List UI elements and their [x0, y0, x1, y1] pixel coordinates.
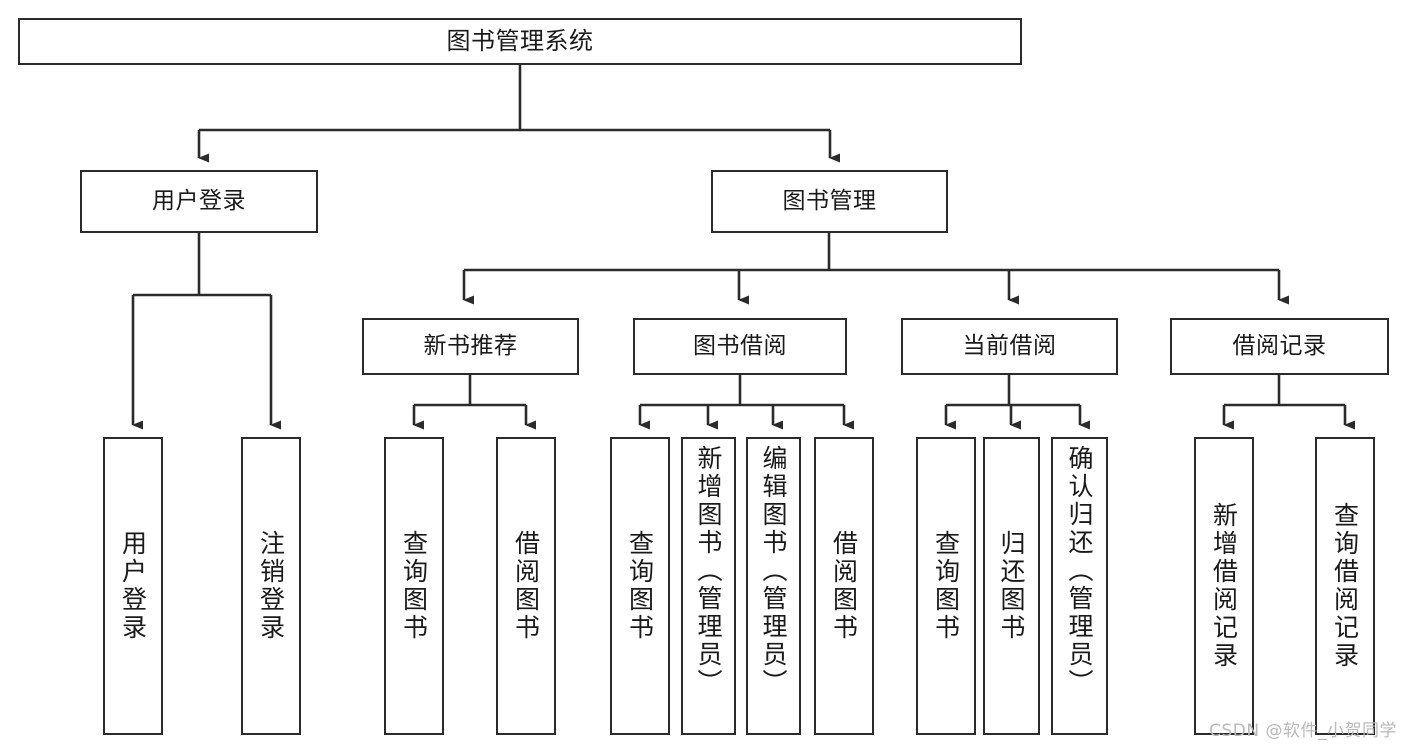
node-label: 注销登录	[256, 530, 286, 642]
node-label: 用户登录	[152, 187, 246, 214]
node-book-management-system[interactable]: 图书管理系统	[18, 18, 1022, 65]
node-label: 查询图书	[625, 530, 655, 642]
leaf-user-login-logout[interactable]: 注销登录	[241, 437, 301, 735]
node-label: 借阅图书	[829, 530, 859, 642]
leaf-current-borrow-return[interactable]: 归还图书	[983, 437, 1040, 735]
leaf-book-borrow-add-admin[interactable]: 新增图书（管理员）	[681, 437, 736, 735]
node-label: 新书推荐	[423, 332, 518, 359]
leaf-current-borrow-query[interactable]: 查询图书	[916, 437, 976, 735]
node-label: 查询图书	[399, 530, 429, 642]
node-label: 确认归还（管理员）	[1065, 445, 1094, 697]
node-label: 新增图书（管理员）	[694, 445, 723, 697]
node-borrow-record[interactable]: 借阅记录	[1170, 318, 1389, 375]
node-label: 新增借阅记录	[1209, 502, 1239, 670]
leaf-borrow-record-add[interactable]: 新增借阅记录	[1194, 437, 1254, 735]
node-label: 查询图书	[931, 530, 961, 642]
leaf-new-book-borrow[interactable]: 借阅图书	[496, 437, 556, 735]
node-current-borrow[interactable]: 当前借阅	[901, 318, 1118, 375]
node-label: 图书管理系统	[446, 27, 594, 56]
node-label: 图书管理	[782, 187, 877, 214]
leaf-book-borrow-edit-admin[interactable]: 编辑图书（管理员）	[746, 437, 801, 735]
node-label: 当前借阅	[962, 332, 1057, 359]
node-book-management[interactable]: 图书管理	[711, 170, 948, 233]
node-book-borrow[interactable]: 图书借阅	[633, 318, 847, 375]
leaf-book-borrow-borrow[interactable]: 借阅图书	[814, 437, 874, 735]
node-label: 查询借阅记录	[1330, 502, 1360, 670]
leaf-book-borrow-query[interactable]: 查询图书	[610, 437, 670, 735]
node-new-book-recommend[interactable]: 新书推荐	[362, 318, 579, 375]
node-label: 归还图书	[997, 530, 1026, 642]
node-label: 用户登录	[118, 530, 148, 642]
leaf-current-borrow-confirm-admin[interactable]: 确认归还（管理员）	[1051, 437, 1108, 735]
leaf-new-book-query[interactable]: 查询图书	[384, 437, 444, 735]
node-label: 借阅记录	[1232, 332, 1327, 359]
leaf-borrow-record-query[interactable]: 查询借阅记录	[1315, 437, 1375, 735]
leaf-user-login-login[interactable]: 用户登录	[103, 437, 163, 735]
node-label: 编辑图书（管理员）	[759, 445, 788, 697]
node-label: 图书借阅	[693, 332, 787, 359]
node-label: 借阅图书	[511, 530, 541, 642]
node-user-login[interactable]: 用户登录	[80, 170, 318, 233]
